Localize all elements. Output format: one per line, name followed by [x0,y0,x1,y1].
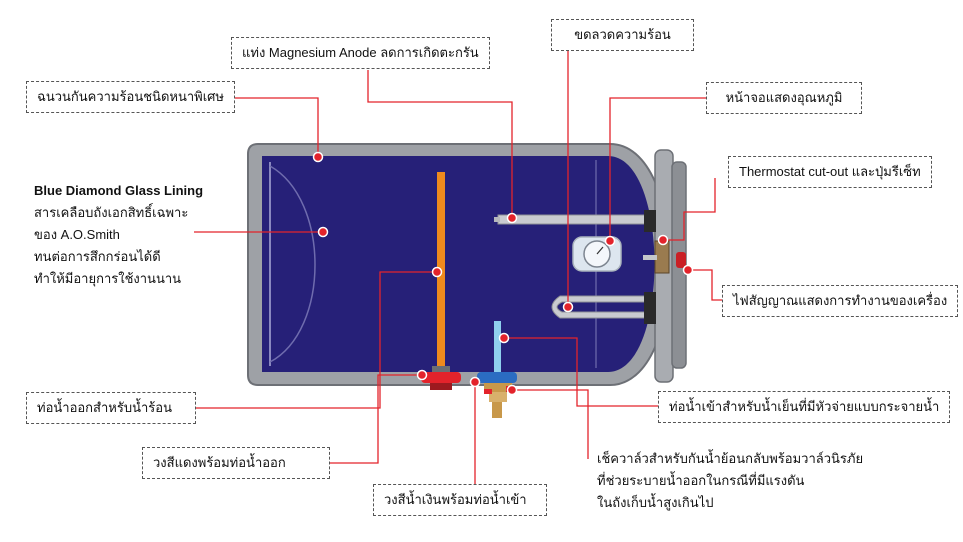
magnesium-anode [494,210,656,232]
leader-dots [312,151,694,396]
red-ring-fitting [421,372,461,390]
label-magnesium-anode: แท่ง Magnesium Anode ลดการเกิดตะกรัน [231,37,490,69]
safety-valve-line-3: ในถังเก็บน้ำสูงเกินไป [597,495,714,510]
glass-lining-title: Blue Diamond Glass Lining [34,183,204,198]
label-insulation: ฉนวนกันความร้อนชนิดหนาพิเศษ [26,81,235,113]
label-glass-lining: Blue Diamond Glass Lining สารเคลือบถังเอ… [26,172,204,298]
label-temperature-display: หน้าจอแสดงอุณหภูมิ [706,82,862,114]
label-heating-element: ขดลวดความร้อน [551,19,694,51]
heating-element [551,292,656,324]
label-hot-water-outlet: ท่อน้ำออกสำหรับน้ำร้อน [26,392,196,424]
safety-valve-line-2: ที่ช่วยระบายน้ำออกในกรณีที่มีแรงดัน [597,473,805,488]
glass-lining-line-1: สารเคลือบถังเอกสิทธิ์เฉพาะ [34,205,189,220]
label-red-ring: วงสีแดงพร้อมท่อน้ำออก [142,447,330,479]
glass-lining-line-2: ของ A.O.Smith [34,227,120,242]
glass-lining-line-4: ทำให้มีอายุการใช้งานนาน [34,271,182,286]
cold-water-inlet-pipe [494,321,501,372]
label-cold-water-inlet: ท่อน้ำเข้าสำหรับน้ำเย็นที่มีหัวจ่ายแบบกร… [658,391,951,423]
leader-lines [194,50,735,485]
label-blue-ring: วงสีน้ำเงินพร้อมท่อน้ำเข้า [373,484,547,516]
glass-lining-line-3: ทนต่อการสึกกร่อนได้ดี [34,249,161,264]
label-safety-valve: เช็ควาล์วสำหรับกันน้ำย้อนกลับพร้อมวาล์วน… [589,446,877,516]
label-thermostat: Thermostat cut-out และปุ่มรีเซ็ท [728,156,932,188]
safety-valve-line-1: เช็ควาล์วสำหรับกันน้ำย้อนกลับพร้อมวาล์วน… [597,451,864,466]
label-indicator-light: ไฟสัญญาณแสดงการทำงานของเครื่อง [722,285,959,317]
